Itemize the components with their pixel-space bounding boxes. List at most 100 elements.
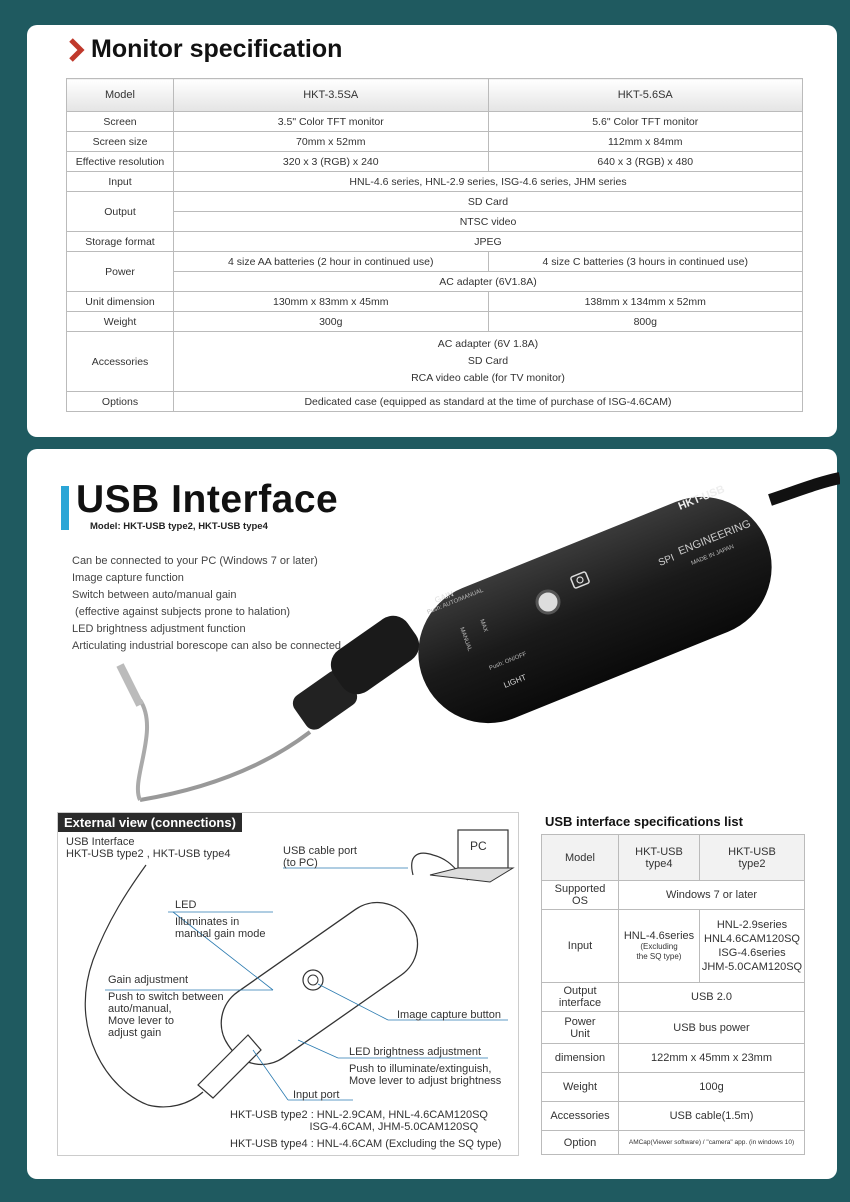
usb-title-accent-bar xyxy=(61,486,69,530)
table-row: Weight 300g 800g xyxy=(66,311,803,332)
table-row: Option AMCap(Viewer software) / "camera"… xyxy=(541,1130,805,1155)
table-row: Screen 3.5" Color TFT monitor 5.6" Color… xyxy=(66,111,803,132)
cell: 70mm x 52mm xyxy=(173,131,489,152)
gain-adjustment-desc: Push to switch between auto/manual, Move… xyxy=(108,991,224,1039)
table-row: Model HKT-USB type4 HKT-USB type2 xyxy=(541,834,805,881)
cell: 4 size AA batteries (2 hour in continued… xyxy=(173,251,489,272)
table-row: Output interface USB 2.0 xyxy=(541,982,805,1012)
feature-item: (effective against subjects prone to hal… xyxy=(72,606,291,618)
row-label: Output xyxy=(66,191,174,232)
led-brightness-desc: Push to illuminate/extinguish, Move leve… xyxy=(349,1063,502,1087)
cell: 800g xyxy=(487,311,803,332)
row-label: Power Unit xyxy=(541,1011,619,1044)
cell: 4 size C batteries (3 hours in continued… xyxy=(487,251,803,272)
cell: HNL-4.6 series, HNL-2.9 series, ISG-4.6 … xyxy=(173,171,803,192)
cell: 640 x 3 (RGB) x 480 xyxy=(487,151,803,172)
table-row: Screen size 70mm x 52mm 112mm x 84mm xyxy=(66,131,803,152)
row-label: Input xyxy=(66,171,174,192)
led-brightness-label: LED brightness adjustment xyxy=(349,1046,482,1058)
usb-interface-title: USB Interface xyxy=(76,478,339,521)
device-caption: USB Interface HKT-USB type2 , HKT-USB ty… xyxy=(66,836,231,860)
type2-compat: HKT-USB type2 : HNL-2.9CAM, HNL-4.6CAM12… xyxy=(230,1109,488,1133)
table-row: Unit dimension 130mm x 83mm x 45mm 138mm… xyxy=(66,291,803,312)
chevron-right-icon xyxy=(69,38,85,62)
table-row: Output SD Card xyxy=(66,191,803,232)
cell: 100g xyxy=(618,1072,805,1102)
pc-label: PC xyxy=(470,839,487,853)
external-view-diagram xyxy=(84,829,515,1108)
feature-item: LED brightness adjustment function xyxy=(72,623,246,635)
table-row: Power Unit USB bus power xyxy=(541,1011,805,1044)
table-row: Input HNL-4.6 series, HNL-2.9 series, IS… xyxy=(66,171,803,192)
usb-feature-list: Can be connected to your PC (Windows 7 o… xyxy=(72,553,341,655)
row-label: Storage format xyxy=(66,231,174,252)
accessory-item: RCA video cable (for TV monitor) xyxy=(411,372,565,384)
capture-button-label: Image capture button xyxy=(397,1009,501,1021)
usb-spec-table: Model HKT-USB type4 HKT-USB type2 Suppor… xyxy=(541,834,805,1155)
table-row: AC adapter (6V1.8A) xyxy=(67,271,803,292)
feature-item: Image capture function xyxy=(72,572,184,584)
table-row: Effective resolution 320 x 3 (RGB) x 240… xyxy=(66,151,803,172)
gain-adjustment-label: Gain adjustment xyxy=(108,974,189,986)
table-row: Accessories AC adapter (6V 1.8A) SD Card… xyxy=(66,331,803,392)
accessory-item: AC adapter (6V 1.8A) xyxy=(437,338,539,350)
header-type4: HKT-USB type4 xyxy=(618,834,700,881)
cell: 5.6" Color TFT monitor xyxy=(487,111,803,132)
cell: NTSC video xyxy=(173,211,803,232)
row-label: dimension xyxy=(541,1043,619,1073)
row-label: Output interface xyxy=(541,982,619,1012)
usb-spec-title: USB interface specifications list xyxy=(545,814,743,829)
header-model: Model xyxy=(541,834,619,881)
cell: USB cable(1.5m) xyxy=(618,1101,805,1131)
header-model: Model xyxy=(66,78,174,112)
cell: 138mm x 134mm x 52mm xyxy=(487,291,803,312)
header-type2: HKT-USB type2 xyxy=(699,834,805,881)
row-label: Option xyxy=(541,1130,619,1155)
led-label: LED xyxy=(175,899,197,911)
cell: 3.5" Color TFT monitor xyxy=(173,111,489,132)
cell: 122mm x 45mm x 23mm xyxy=(618,1043,805,1073)
led-desc: Illuminates in manual gain mode xyxy=(175,916,266,940)
input-port-label: Input port xyxy=(293,1089,340,1101)
cell: USB 2.0 xyxy=(618,982,805,1012)
table-row: Input HNL-4.6series (Excluding the SQ ty… xyxy=(541,909,805,983)
cell: SD Card xyxy=(173,191,803,212)
cell: 130mm x 83mm x 45mm xyxy=(173,291,489,312)
table-row: Options Dedicated case (equipped as stan… xyxy=(66,391,803,412)
row-label: Power xyxy=(66,251,174,292)
monitor-spec-title: Monitor specification xyxy=(91,35,343,63)
row-label: Accessories xyxy=(66,331,174,392)
row-label: Screen size xyxy=(66,131,174,152)
table-row: Supported OS Windows 7 or later xyxy=(541,880,805,910)
cell: USB bus power xyxy=(618,1011,805,1044)
cell: AMCap(Viewer software) / "camera" app. (… xyxy=(618,1130,805,1155)
table-row: Power 4 size AA batteries (2 hour in con… xyxy=(66,251,803,292)
table-row: NTSC video xyxy=(67,211,803,232)
external-view-box xyxy=(57,812,519,1156)
header-model-a: HKT-3.5SA xyxy=(173,78,489,112)
row-label: Supported OS xyxy=(541,880,619,910)
device-max-label: MAX xyxy=(478,619,488,633)
usb-device-photo: HKT-USB ENGINEERING MADE IN JAPAN SPI LI… xyxy=(116,472,840,802)
input-a-note: (Excluding the SQ type) xyxy=(636,942,682,961)
row-label: Unit dimension xyxy=(66,291,174,312)
row-label: Accessories xyxy=(541,1101,619,1131)
table-row: Model HKT-3.5SA HKT-5.6SA xyxy=(66,78,803,112)
cell: JPEG xyxy=(173,231,803,252)
input-a: HNL-4.6series xyxy=(623,930,695,942)
accessory-item: SD Card xyxy=(467,355,509,367)
row-label: Weight xyxy=(66,311,174,332)
usb-cable-port-label: USB cable port (to PC) xyxy=(283,845,357,869)
table-row: dimension 122mm x 45mm x 23mm xyxy=(541,1043,805,1073)
row-label: Input xyxy=(541,909,619,983)
table-row: Accessories USB cable(1.5m) xyxy=(541,1101,805,1131)
cell: HNL-4.6series (Excluding the SQ type) xyxy=(618,909,700,983)
feature-item: Articulating industrial borescope can al… xyxy=(72,640,342,652)
external-view-title: External view (connections) xyxy=(58,813,242,832)
feature-item: Switch between auto/manual gain xyxy=(72,589,237,601)
table-row: Storage format JPEG xyxy=(66,231,803,252)
usb-model-subtitle: Model: HKT-USB type2, HKT-USB type4 xyxy=(90,521,268,532)
cell: HNL-2.9series HNL4.6CAM120SQ ISG-4.6seri… xyxy=(699,909,805,983)
cell: 112mm x 84mm xyxy=(487,131,803,152)
cell: Windows 7 or later xyxy=(618,880,805,910)
